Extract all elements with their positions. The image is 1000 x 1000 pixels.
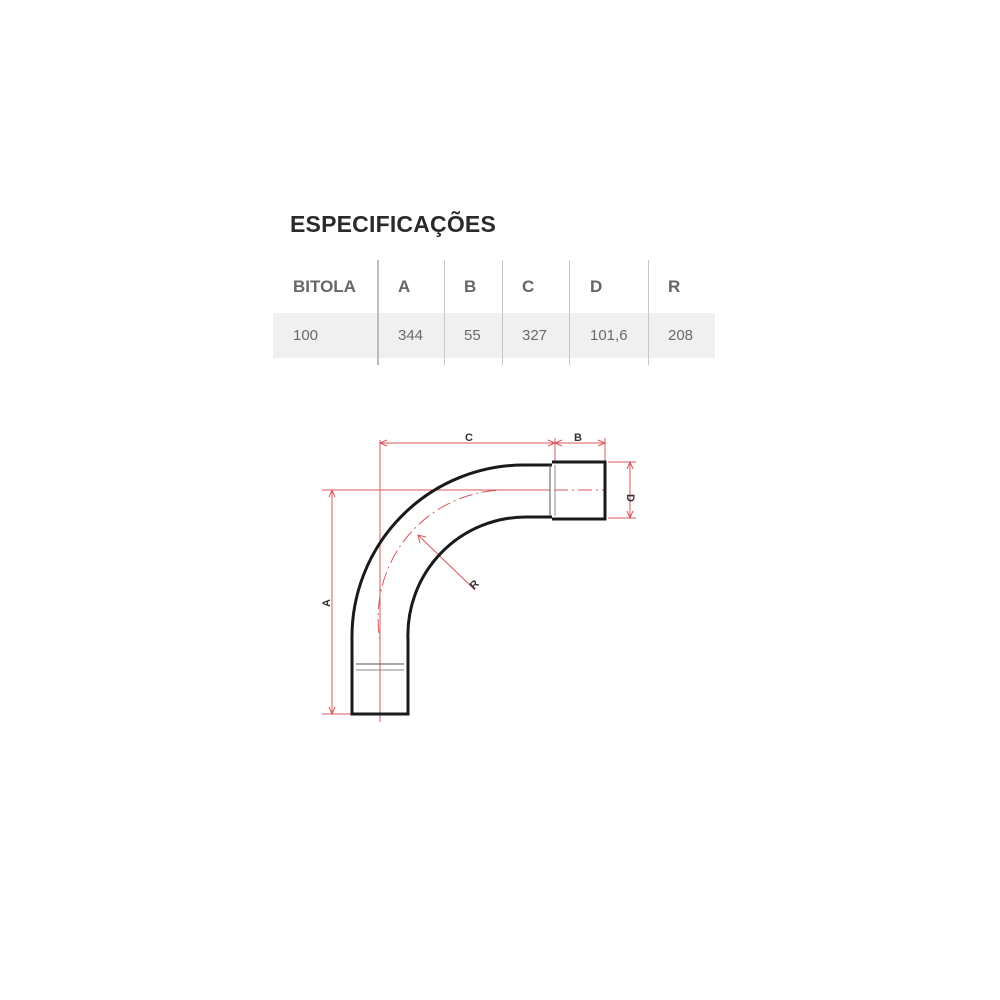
pipe-outline xyxy=(350,460,607,716)
column-header-b: B xyxy=(464,276,477,296)
cell-a: 344 xyxy=(398,327,424,344)
pipe-elbow-diagram: C B D A R xyxy=(321,432,636,722)
specifications-table: BITOLA A B C D R 100 344 55 327 101,6 20… xyxy=(273,260,715,358)
column-header-r: R xyxy=(668,276,681,296)
cell-c: 327 xyxy=(522,327,548,344)
column-header-bitola: BITOLA xyxy=(293,276,356,296)
column-header-a: A xyxy=(398,276,411,296)
table-row: 100 344 55 327 101,6 208 xyxy=(273,313,715,358)
centerline xyxy=(377,489,605,705)
label-r: R xyxy=(468,578,482,592)
label-d: D xyxy=(624,494,636,502)
column-header-d: D xyxy=(590,276,603,296)
page-title: ESPECIFICAÇÕES xyxy=(290,211,497,237)
table-header-row: BITOLA A B C D R xyxy=(273,260,715,313)
cell-b: 55 xyxy=(464,327,481,344)
column-divider xyxy=(648,260,649,365)
cell-bitola: 100 xyxy=(293,327,319,344)
column-divider xyxy=(502,260,503,365)
label-b: B xyxy=(574,432,582,444)
column-divider xyxy=(569,260,570,365)
dimension-lines xyxy=(322,438,636,722)
label-a: A xyxy=(321,599,333,607)
column-header-c: C xyxy=(522,276,535,296)
cell-r: 208 xyxy=(668,327,694,344)
cell-d: 101,6 xyxy=(590,327,628,344)
column-divider xyxy=(444,260,445,365)
label-c: C xyxy=(465,432,473,444)
column-divider xyxy=(377,260,379,365)
